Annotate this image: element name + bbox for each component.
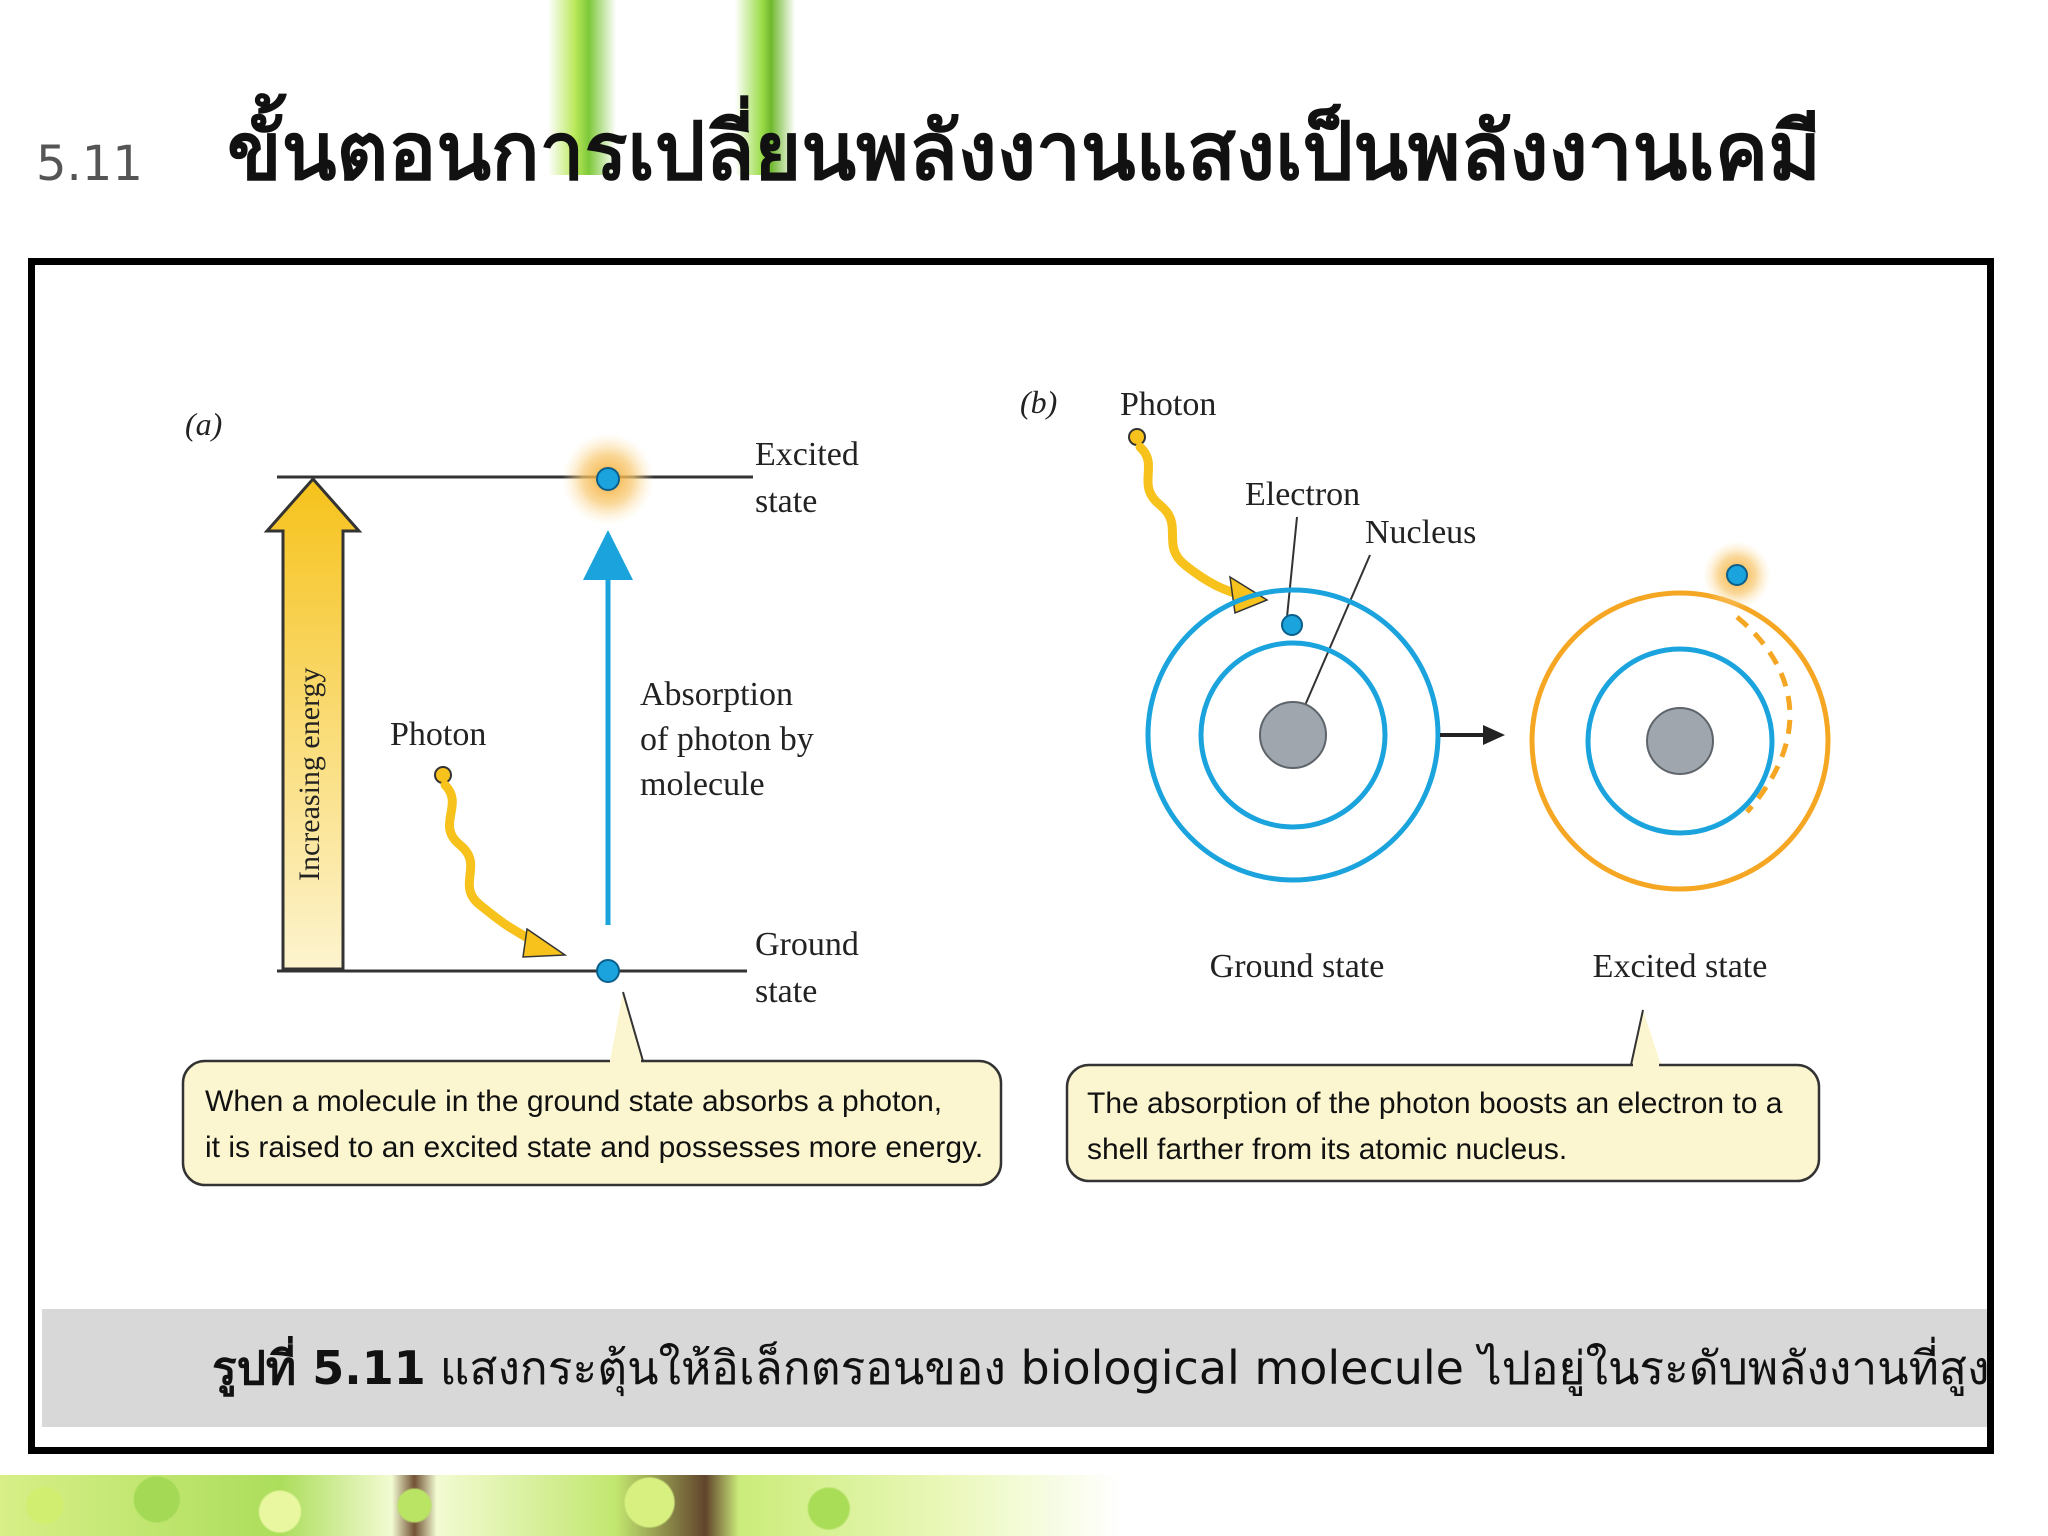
callout-b-line2: shell farther from its atomic nucleus. — [1087, 1133, 1567, 1166]
excited-electron — [1726, 564, 1748, 586]
ground-state-label-b: Ground state — [1210, 948, 1385, 985]
callout-a-line1: When a molecule in the ground state abso… — [205, 1085, 942, 1118]
decorative-green-stripe-left — [548, 0, 616, 175]
excited-molecule — [596, 467, 620, 491]
ground-outer-shell — [1145, 587, 1441, 883]
ground-electron — [1281, 614, 1303, 636]
panel-b-label: (b) — [1020, 384, 1057, 420]
excited-state-label-b: Excited state — [1593, 948, 1768, 985]
photon-a-arrowhead — [522, 927, 568, 958]
excited-state-label-line2: state — [755, 483, 817, 520]
photon-label-a: Photon — [390, 716, 486, 753]
excited-outer-shell — [1529, 590, 1831, 892]
absorption-label-line3: molecule — [640, 766, 765, 803]
ground-state-label-line1: Ground — [755, 926, 859, 963]
absorption-label-line2: of photon by — [640, 721, 814, 758]
electron-pointer — [1286, 516, 1298, 618]
energy-axis-label: Increasing energy — [293, 667, 326, 881]
callout-a-box — [181, 1059, 1003, 1187]
photon-a-wave — [440, 780, 545, 950]
callout-b-box — [1065, 1063, 1821, 1183]
figure-caption-label: รูปที่ 5.11 — [212, 1340, 426, 1395]
photon-b-wave — [1135, 442, 1245, 600]
ground-inner-shell — [1198, 640, 1388, 830]
callout-b-line1: The absorption of the photon boosts an e… — [1087, 1087, 1783, 1120]
panel-a-label: (a) — [185, 406, 222, 442]
ground-nucleus — [1259, 701, 1327, 769]
photon-a-icon — [434, 766, 452, 784]
photon-label-b: Photon — [1120, 386, 1216, 423]
excited-nucleus — [1646, 707, 1714, 775]
callout-a-line2: it is raised to an excited state and pos… — [205, 1131, 983, 1164]
slide-number: 5.11 — [36, 140, 143, 184]
nucleus-label: Nucleus — [1365, 514, 1476, 551]
ground-state-label-line2: state — [755, 973, 817, 1010]
figure-caption-text: แสงกระตุ้นให้อิเล็กตรอนของ biological mo… — [439, 1340, 1994, 1395]
callout-b-pointer — [1629, 1009, 1661, 1066]
figure-frame: (a) Increasing energy Excited state Grou… — [28, 258, 1994, 1454]
nucleus-pointer — [1299, 554, 1371, 718]
ground-molecule — [596, 959, 620, 983]
absorption-label-line1: Absorption — [640, 676, 793, 713]
excited-inner-shell — [1585, 646, 1775, 836]
figure-caption-bar: รูปที่ 5.11 แสงกระตุ้นให้อิเล็กตรอนของ b… — [42, 1309, 1987, 1427]
figure-diagram: (a) Increasing energy Excited state Grou… — [181, 384, 1831, 1187]
electron-label: Electron — [1245, 476, 1360, 513]
decorative-green-stripe-right — [735, 0, 795, 175]
callout-a-pointer — [610, 991, 645, 1062]
photon-b-icon — [1128, 428, 1146, 446]
increasing-energy-arrow — [263, 476, 363, 971]
decorative-foliage-strip — [0, 1475, 1120, 1536]
electron-jump-path — [1735, 615, 1793, 814]
excited-state-label-line1: Excited — [755, 436, 859, 473]
slide-title: ขั้นตอนการเปลี่ยนพลังงานแสงเป็นพลังงานเค… — [227, 105, 1821, 198]
